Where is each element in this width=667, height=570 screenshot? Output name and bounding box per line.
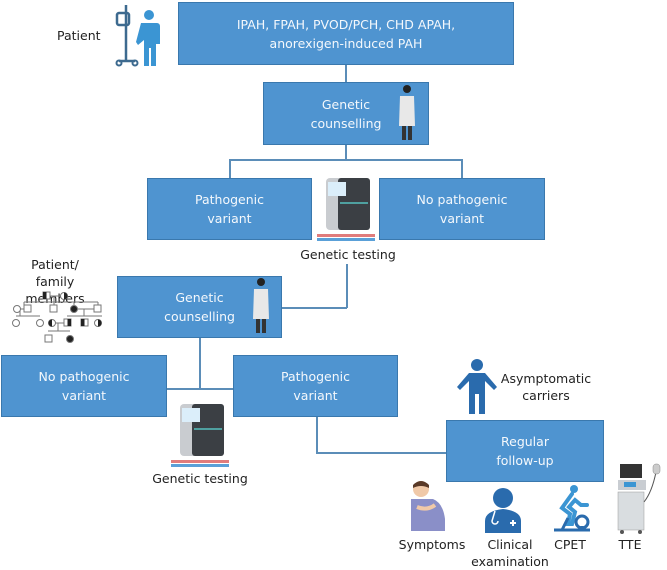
no-pathogenic-variant-text-1: No pathogenic variant	[416, 192, 508, 226]
asymptomatic-carriers-label: Asymptomatic carriers	[500, 371, 592, 403]
regular-follow-up-box: Regular follow-up	[446, 420, 604, 482]
doctor-icon	[399, 85, 415, 140]
no-pathogenic-variant-box-2: No pathogenic variant	[1, 355, 167, 417]
connector-diagnoses-counselling	[345, 64, 347, 82]
regular-follow-up-text: Regular follow-up	[496, 434, 554, 468]
connector-split-horizontal	[229, 159, 462, 161]
pathogenic-variant-box-1: Pathogenic variant	[147, 178, 312, 240]
genetic-counselling-text-1: Genetic counselling	[310, 96, 382, 131]
exercise-bike-icon	[554, 485, 590, 532]
patient-iv-drip-icon	[115, 5, 160, 67]
connector-testing-down	[346, 264, 348, 308]
pathogenic-variant-text-2: Pathogenic variant	[280, 369, 350, 403]
diagnoses-text: IPAH, FPAH, PVOD/PCH, CHD APAH, anorexig…	[236, 16, 456, 51]
connector-counselling2-down	[199, 337, 201, 388]
symptoms-label: Symptoms	[398, 537, 466, 552]
connector-split2-horizontal	[166, 388, 233, 390]
no-pathogenic-variant-box-1: No pathogenic variant	[379, 178, 545, 240]
doctor-icon	[253, 278, 269, 333]
connector-split-left	[229, 159, 231, 178]
patient-label: Patient	[57, 28, 101, 43]
physician-stethoscope-icon	[485, 488, 521, 533]
diagnoses-box: IPAH, FPAH, PVOD/PCH, CHD APAH, anorexig…	[178, 2, 514, 65]
person-icon	[457, 359, 497, 414]
no-pathogenic-variant-text-2: No pathogenic variant	[38, 369, 130, 403]
connector-testing-counselling2	[281, 307, 347, 309]
ultrasound-machine-icon	[617, 463, 661, 534]
pathogenic-variant-box-2: Pathogenic variant	[233, 355, 398, 417]
dna-sequencer-icon	[171, 404, 229, 467]
connector-pathogenic2-down	[316, 416, 318, 453]
connector-counselling-split	[345, 144, 347, 159]
dna-sequencer-icon	[317, 178, 375, 241]
connector-followup	[316, 452, 446, 454]
connector-split-right	[461, 159, 463, 178]
pedigree-chart-icon	[12, 291, 102, 343]
genetic-testing-label-1: Genetic testing	[300, 247, 396, 262]
chest-pain-person-icon	[411, 481, 445, 531]
cpet-label: CPET	[554, 537, 586, 552]
genetic-testing-label-2: Genetic testing	[152, 471, 248, 486]
tte-label: TTE	[618, 537, 642, 552]
pathogenic-variant-text-1: Pathogenic variant	[194, 192, 264, 226]
genetic-counselling-text-2: Genetic counselling	[164, 290, 235, 324]
clinical-examination-label: Clinical examination	[471, 537, 549, 569]
